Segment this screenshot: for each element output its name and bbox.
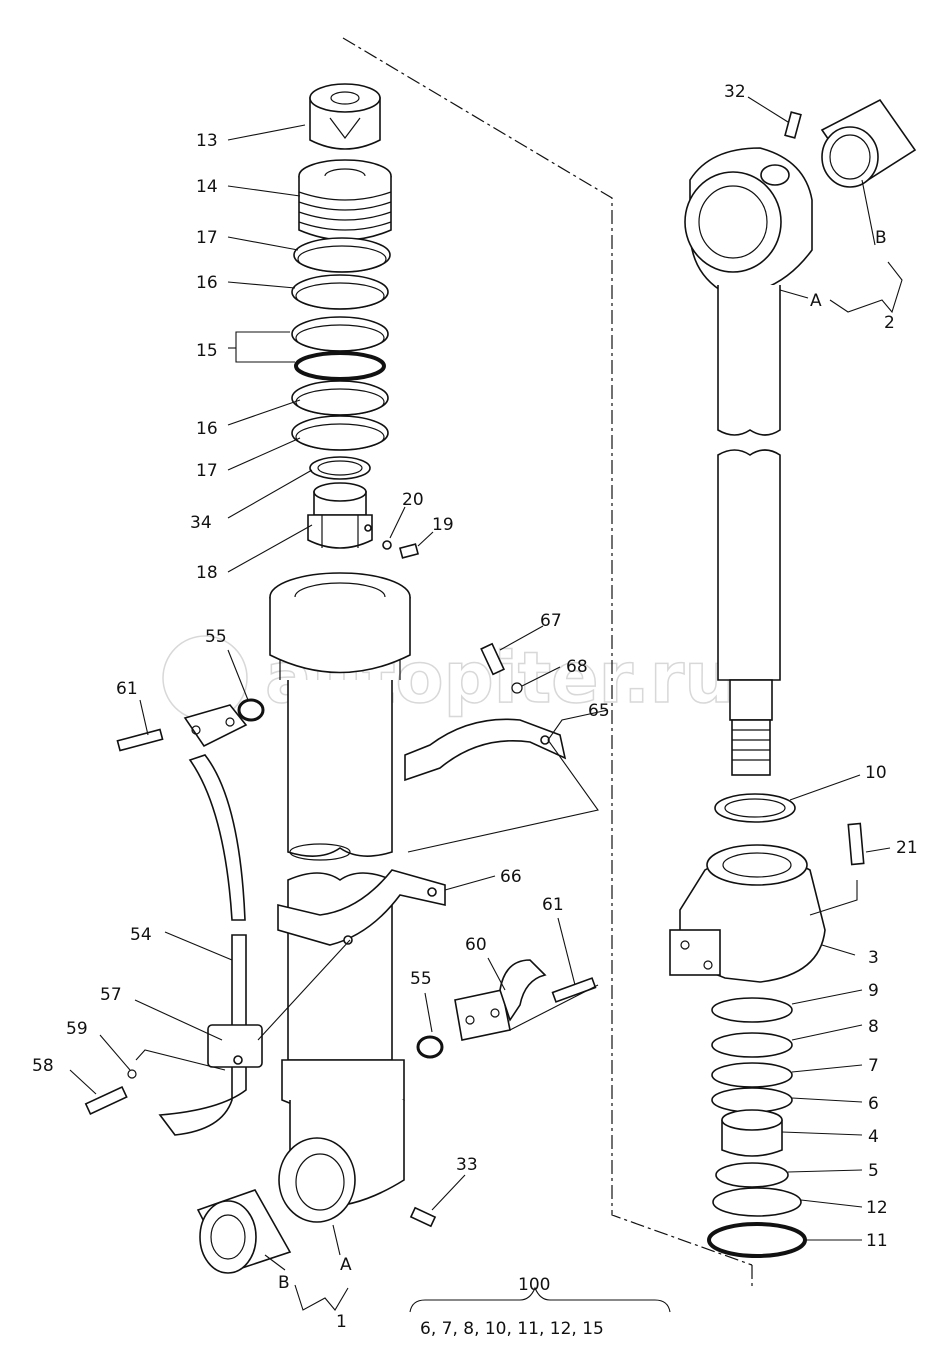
label-20: 20 [402,490,424,510]
label-9: 9 [868,981,879,1001]
part-14-piston [298,159,392,241]
label-14: 14 [196,177,218,197]
part-33-grease-fitting [409,1206,437,1228]
label-6: 6 [868,1094,879,1114]
label-65: 65 [588,701,610,721]
part-10-seal [714,793,796,823]
label-32: 32 [724,82,746,102]
part-65-clamp-top [404,718,567,782]
label-B: B [875,228,887,248]
part-21-bolt [847,822,865,866]
part-68-washer [511,682,523,694]
part-32-grease-nipple [784,111,802,139]
label-4: 4 [868,1127,879,1147]
label-12: 12 [866,1198,888,1218]
part-labels-right: 32 B A 2 10 21 3 9 8 7 6 4 5 12 11 [724,82,918,1251]
part-61-flange-top [116,698,265,752]
label-3: 3 [868,948,879,968]
kit-label: 100 6, 7, 8, 10, 11, 12, 15 [420,1275,604,1339]
label-61: 61 [542,895,564,915]
piston-rod [717,285,781,776]
label-60: 60 [465,935,487,955]
part-20-ball [382,540,392,550]
label-34: 34 [190,513,212,533]
label-55: 55 [205,627,227,647]
part-19-screw [398,543,420,559]
label-2: 2 [884,313,895,333]
label-58: 58 [32,1056,54,1076]
label-16: 16 [196,419,218,439]
part-labels-left: 13 14 17 16 15 16 17 34 18 20 19 55 61 6… [32,131,610,1332]
label-15: 15 [196,341,218,361]
part-13-cushion [309,83,381,150]
part-54-pipe [158,754,263,1136]
part-59-washer [127,1069,137,1079]
label-21: 21 [896,838,918,858]
label-57: 57 [100,985,122,1005]
kit-number: 100 [518,1275,550,1295]
label-8: 8 [868,1017,879,1037]
kit-contents: 6, 7, 8, 10, 11, 12, 15 [420,1319,604,1339]
label-54: 54 [130,925,152,945]
bushing-left [196,1189,292,1274]
label-11: 11 [866,1231,888,1251]
label-61: 61 [116,679,138,699]
part-58-bolt [84,1085,128,1115]
part-60-flange-right [454,959,597,1041]
watermark: autopiter.ru [162,635,735,721]
label-7: 7 [868,1056,879,1076]
label-17: 17 [196,461,218,481]
part-3-rod-cover [669,844,826,983]
label-5: 5 [868,1161,879,1181]
rod-head [684,147,813,291]
label-19: 19 [432,515,454,535]
part-66-clamp-bottom [277,869,446,946]
rings-stack [291,237,391,480]
label-B: B [278,1273,290,1293]
label-A: A [810,291,822,311]
label-10: 10 [865,763,887,783]
label-66: 66 [500,867,522,887]
label-59: 59 [66,1019,88,1039]
label-18: 18 [196,563,218,583]
part-67-bolt [480,642,505,676]
rod-cover-seals [707,997,807,1258]
label-13: 13 [196,131,218,151]
assembly-guide-lines [342,37,753,1290]
part-18-nut [307,482,373,549]
bushing-right [820,98,917,188]
label-16: 16 [196,273,218,293]
label-33: 33 [456,1155,478,1175]
part-55-oring-lower [416,1035,444,1059]
label-1: 1 [336,1312,347,1332]
leader-lines [69,96,903,1313]
label-55: 55 [410,969,432,989]
label-67: 67 [540,611,562,631]
label-A: A [340,1255,352,1275]
label-68: 68 [566,657,588,677]
label-17: 17 [196,228,218,248]
